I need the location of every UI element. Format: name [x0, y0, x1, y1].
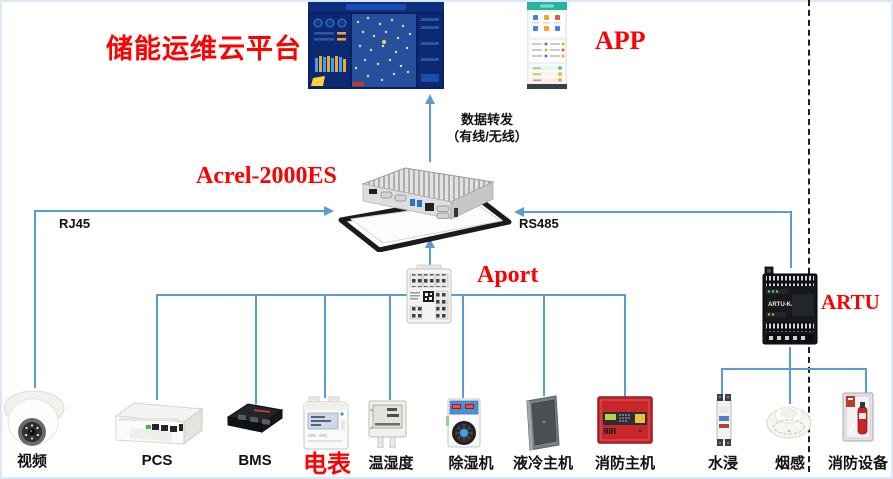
gateway-uplink-line — [429, 246, 431, 266]
artu-down-line — [789, 347, 791, 369]
label-bms: BMS — [238, 452, 272, 469]
drop-line-meter — [324, 294, 326, 398]
platform-title: 储能运维云平台 — [106, 34, 302, 64]
drop-line-smoke — [789, 368, 791, 404]
gateway-label: Aport — [477, 262, 539, 288]
rj45-line-horizontal — [35, 210, 325, 212]
data-forward-note: 数据转发 （有线/无线） — [444, 111, 530, 145]
fire-equipment-image — [841, 391, 875, 443]
label-fire-equipment: 消防设备 — [827, 455, 888, 472]
data-forward-line1: 数据转发 — [460, 112, 513, 127]
rj45-arrowhead-icon — [324, 206, 334, 216]
dashboard-image — [308, 2, 444, 89]
drop-line-water-leak — [721, 368, 723, 396]
uplink-line — [429, 102, 431, 162]
drop-line-pcs — [156, 294, 158, 400]
dehumidifier-image — [446, 396, 482, 450]
acrel-2000es-device-image — [333, 156, 515, 252]
rj45-line-vertical — [34, 210, 36, 388]
server-label: Acrel-2000ES — [196, 163, 337, 189]
rs485-line-vertical — [790, 211, 792, 268]
fire-alarm-host-image — [596, 395, 654, 447]
label-smoke: 烟感 — [774, 455, 805, 472]
app-label: APP — [595, 26, 646, 55]
mini-bar-chart — [315, 56, 346, 72]
label-dehumidifier: 除湿机 — [448, 455, 494, 472]
app-screenshot — [527, 2, 567, 89]
rj45-label: RJ45 — [59, 216, 91, 231]
rs485-line-horizontal — [523, 211, 792, 213]
artu-branch-line — [721, 368, 867, 370]
liquid-cooling-host-image — [518, 394, 566, 452]
drop-line-dehumidifier — [462, 294, 464, 398]
pcs-device-image — [110, 398, 206, 448]
label-energy-meter: 电表 — [303, 452, 351, 478]
rs485-label: RS485 — [519, 216, 559, 231]
artu-model-text: ARTU-KJ8 — [768, 302, 798, 308]
drop-line-fire-equipment — [865, 368, 867, 394]
temp-humidity-sensor-image — [363, 398, 411, 448]
artu-device-image: ARTU-KJ8 — [760, 266, 820, 350]
uplink-arrowhead-icon — [425, 94, 435, 104]
label-temp-humidity: 温湿度 — [368, 455, 414, 472]
drop-line-liquid-cooling — [543, 294, 545, 396]
video-camera-image — [2, 386, 68, 452]
label-pcs: PCS — [141, 452, 173, 469]
label-fire-host: 消防主机 — [594, 455, 655, 472]
drop-line-temp-humidity — [389, 294, 391, 400]
gateway-uplink-arrowhead-icon — [425, 238, 435, 248]
field-bus-line — [156, 294, 626, 296]
bms-device-image — [224, 400, 286, 440]
drop-line-fire-host — [624, 294, 626, 397]
boundary-dashed-line — [808, 0, 810, 472]
rs485-arrowhead-icon — [514, 207, 524, 217]
label-water-leak: 水浸 — [707, 455, 738, 472]
phone-image — [527, 2, 567, 89]
cloud-platform-screenshot — [308, 2, 444, 89]
energy-meter-image — [301, 396, 353, 452]
water-leak-sensor-image — [713, 393, 735, 447]
data-forward-line2: （有线/无线） — [446, 129, 528, 144]
aport-gateway-image — [405, 264, 453, 326]
rtu-label: ARTU — [821, 290, 880, 314]
label-video: 视频 — [16, 453, 47, 470]
drop-line-bms — [255, 294, 257, 404]
smoke-detector-image — [765, 401, 813, 441]
label-liquid-cooling: 液冷主机 — [512, 455, 573, 472]
